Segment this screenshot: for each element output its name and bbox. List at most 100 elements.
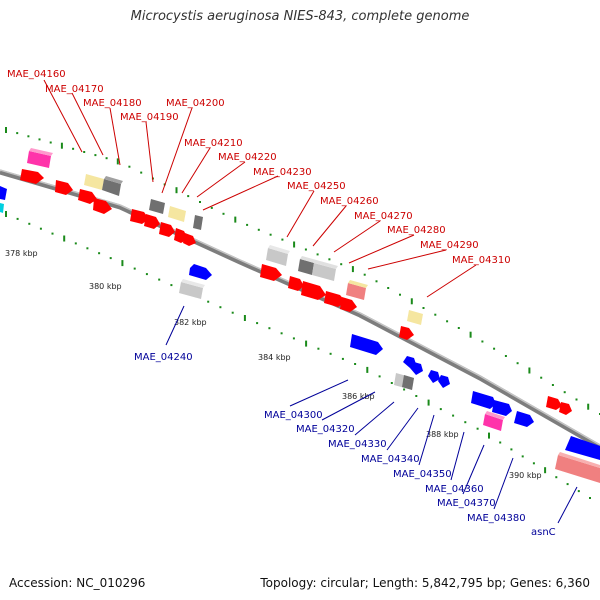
label-mae-04180[interactable]: MAE_04180	[83, 98, 142, 109]
gene-red-13[interactable]	[340, 297, 357, 312]
tick-mark	[544, 467, 547, 474]
gene-red-11[interactable]	[301, 281, 326, 300]
gene-red-16[interactable]	[559, 402, 572, 415]
tick-mark	[222, 212, 225, 215]
tick-mark	[469, 331, 472, 338]
gene-red-3[interactable]	[93, 198, 112, 214]
tick-mark	[292, 337, 295, 340]
gene-cyan-edge[interactable]	[0, 203, 4, 213]
gene-red-8[interactable]	[183, 233, 196, 246]
label-mae-04280[interactable]: MAE_04280	[387, 225, 446, 236]
gene-blue-2[interactable]	[350, 334, 383, 355]
tick-mark	[170, 284, 173, 287]
gene-mae-04210[interactable]	[168, 206, 186, 222]
gene-blue-6[interactable]	[438, 375, 450, 388]
gene-red-14[interactable]	[399, 326, 414, 340]
gene-red-6[interactable]	[159, 222, 175, 237]
label-mae-04340[interactable]: MAE_04340	[361, 454, 420, 465]
gene-red-5[interactable]	[144, 214, 160, 229]
tick-mark	[83, 151, 86, 153]
gene-asnC[interactable]	[555, 455, 600, 483]
label-mae-04290[interactable]: MAE_04290	[420, 240, 479, 251]
gene-red-1[interactable]	[55, 180, 73, 195]
tick-mark	[329, 352, 332, 355]
label-mae-04270[interactable]: MAE_04270	[354, 211, 413, 222]
tick-mark	[175, 187, 178, 194]
tick-mark	[105, 157, 108, 160]
label-mae-04250[interactable]: MAE_04250	[287, 181, 346, 192]
gene-mae-04160[interactable]	[27, 151, 51, 168]
gene-mae-04220[interactable]	[193, 215, 203, 230]
label-mae-04230[interactable]: MAE_04230	[253, 167, 312, 178]
tick-mark	[415, 395, 418, 397]
tick-mark	[116, 158, 119, 165]
label-mae-04220[interactable]: MAE_04220	[218, 152, 277, 163]
label-mae-04160[interactable]: MAE_04160	[7, 69, 66, 80]
genome-summary-text: Topology: circular; Length: 5,842,795 bp…	[260, 576, 590, 590]
gene-mae-04310[interactable]	[407, 310, 423, 325]
label-mae-04310[interactable]: MAE_04310	[452, 255, 511, 266]
label-mae-04170[interactable]: MAE_04170	[45, 84, 104, 95]
tick-mark	[375, 280, 378, 283]
tick-mark	[187, 195, 190, 198]
gene-red-10[interactable]	[288, 276, 304, 291]
label-mae-04320[interactable]: MAE_04320	[296, 424, 355, 435]
label-mae-04380[interactable]: MAE_04380	[467, 513, 526, 524]
tick-mark	[532, 462, 535, 465]
gene-mae-04180[interactable]	[84, 174, 104, 190]
label-mae-04210[interactable]: MAE_04210	[184, 138, 243, 149]
gene-red-12[interactable]	[324, 291, 346, 307]
gene-blue-1[interactable]	[189, 264, 212, 280]
label-asnC[interactable]: asnC	[531, 527, 556, 538]
label-mae-04370[interactable]: MAE_04370	[437, 498, 496, 509]
tick-mark	[60, 142, 63, 149]
gene-red-2[interactable]	[78, 189, 97, 204]
genome-backbone	[0, 169, 600, 450]
tick-mark	[387, 287, 390, 289]
tick-mark	[328, 258, 331, 261]
gene-mae-04260[interactable]	[298, 259, 314, 275]
tick-mark	[457, 327, 460, 329]
gene-red-15[interactable]	[546, 396, 562, 410]
gene-mae-04280[interactable]	[346, 283, 366, 300]
gene-mae-04380[interactable]	[483, 414, 503, 431]
label-mae-04190[interactable]: MAE_04190	[120, 112, 179, 123]
gene-red-4[interactable]	[130, 209, 149, 224]
gene-blue-4[interactable]	[410, 362, 423, 375]
gene-mae-04200[interactable]	[149, 199, 165, 214]
gene-mae-04360[interactable]	[471, 391, 496, 409]
tick-mark	[16, 217, 19, 220]
tick-mark	[521, 455, 524, 458]
bottom-leader-lines	[165, 305, 578, 524]
gene-mae-04270[interactable]	[312, 263, 336, 281]
tick-mark	[38, 138, 41, 141]
tick-mark	[504, 355, 507, 357]
label-mae-04360[interactable]: MAE_04360	[425, 484, 484, 495]
label-mae-04200[interactable]: MAE_04200	[166, 98, 225, 109]
tick-mark	[121, 260, 124, 267]
label-mae-04350[interactable]: MAE_04350	[393, 469, 452, 480]
tick-mark	[587, 403, 590, 410]
tick-mark	[563, 391, 566, 394]
gene-mae-04250[interactable]	[266, 248, 288, 266]
gene-mae-04190[interactable]	[102, 179, 121, 196]
gene-blue-edge[interactable]	[0, 186, 7, 200]
label-mae-04240[interactable]: MAE_04240	[134, 352, 193, 363]
gene-blue-8[interactable]	[565, 436, 600, 460]
gene-blue-5[interactable]	[428, 370, 440, 383]
gene-mae-04370[interactable]	[492, 400, 512, 416]
label-mae-04300[interactable]: MAE_04300	[264, 410, 323, 421]
gene-blue-7[interactable]	[514, 411, 534, 427]
tick-mark	[476, 427, 479, 430]
tick-mark	[516, 362, 519, 365]
label-mae-04260[interactable]: MAE_04260	[320, 196, 379, 207]
tick-mark	[280, 332, 283, 335]
gene-mae-04170[interactable]	[20, 169, 44, 184]
tick-mark	[317, 347, 320, 350]
tick-mark	[219, 306, 222, 309]
gene-red-9[interactable]	[260, 264, 282, 281]
label-mae-04330[interactable]: MAE_04330	[328, 439, 387, 450]
tick-mark	[94, 154, 97, 157]
gene-mae-04240[interactable]	[179, 282, 203, 299]
